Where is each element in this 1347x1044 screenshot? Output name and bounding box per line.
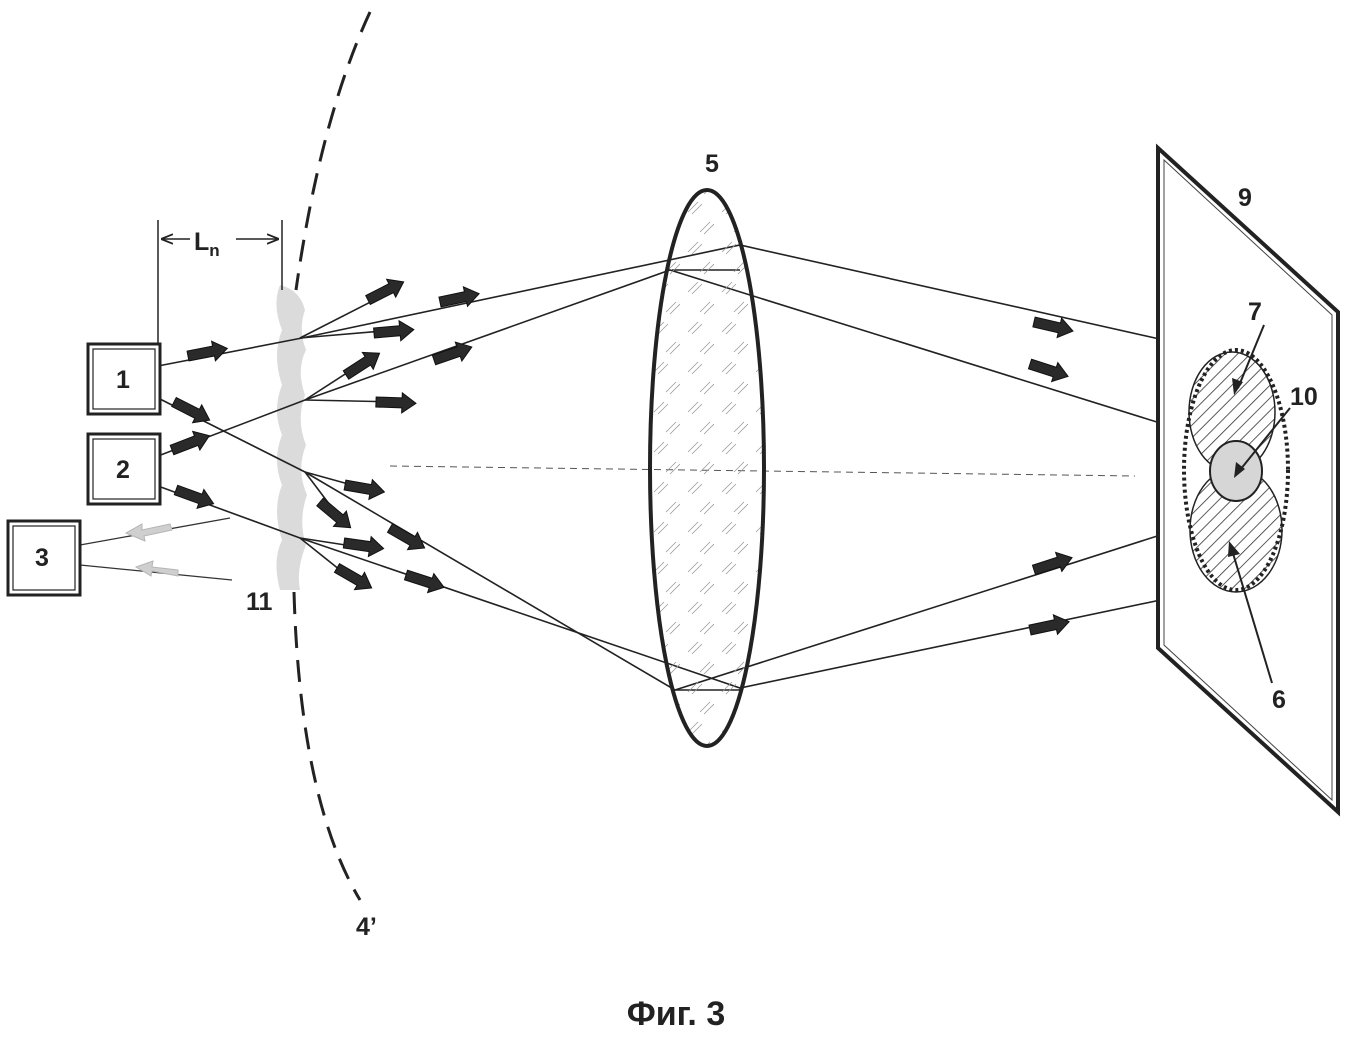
- screen-label: 9: [1238, 184, 1252, 212]
- wavefront-upper-dashed-line: [296, 12, 370, 290]
- arrow-beam-2b: [173, 481, 217, 513]
- arrow-scatter-d: [376, 392, 417, 413]
- arrow-scatter-f: [314, 494, 357, 535]
- ghost-arrow-lower: [136, 561, 178, 576]
- arrow-mid-4: [403, 565, 447, 596]
- scattering-layer: [276, 285, 307, 590]
- spot-7-label: 7: [1248, 298, 1262, 326]
- ghost-arrows: [126, 524, 178, 576]
- arrow-scatter-a: [363, 273, 408, 309]
- arrow-beam-2a: [168, 426, 213, 459]
- arrow-beam-1a: [186, 339, 229, 366]
- lens: [650, 190, 764, 746]
- distance-label-subscript: n: [209, 241, 219, 260]
- lens-label: 5: [705, 150, 719, 178]
- wavefront-label: 4’: [356, 913, 377, 941]
- source-1-label: 1: [116, 366, 130, 394]
- arrow-scatter-h: [332, 559, 377, 596]
- source-2-label: 2: [116, 456, 130, 484]
- figure-caption: Фиг. 3: [627, 995, 725, 1033]
- arrow-scatter-b: [373, 320, 415, 343]
- beam-arrows: [168, 273, 1075, 640]
- ghost-arrow-upper: [126, 524, 172, 541]
- arrow-mid-3: [385, 519, 430, 556]
- overlap-spot-label: 10: [1290, 383, 1318, 411]
- wavefront-lower-dashed-line: [294, 592, 360, 900]
- arrow-scatter-c: [341, 345, 385, 384]
- arrow-right-4: [1028, 612, 1071, 640]
- arrow-right-1: [1032, 312, 1075, 340]
- arrow-right-2: [1027, 354, 1071, 385]
- scattering-layer-label: 11: [246, 588, 273, 616]
- spot-6-label: 6: [1272, 686, 1286, 714]
- receiver-3-label: 3: [35, 544, 49, 572]
